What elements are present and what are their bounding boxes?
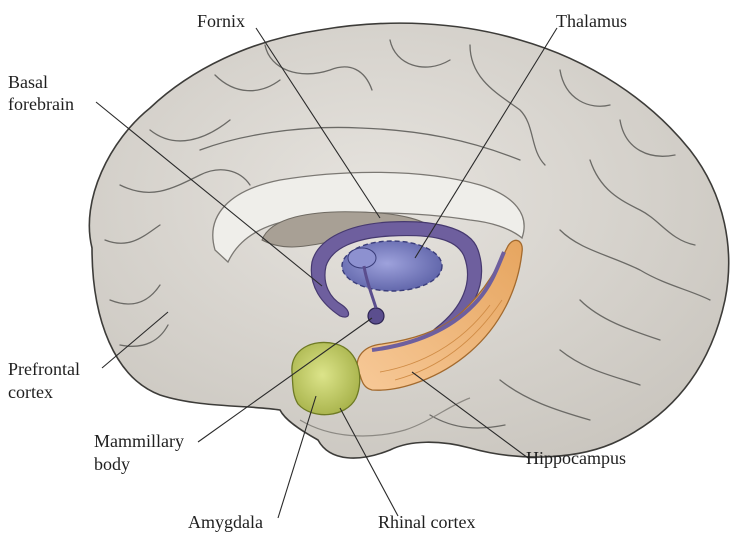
amygdala <box>292 342 360 414</box>
label-prefrontal-line1: Prefrontal <box>8 359 80 379</box>
label-prefrontal-line2: cortex <box>8 382 53 402</box>
label-mammillary-line2: body <box>94 454 130 474</box>
label-basal-forebrain-line2: forebrain <box>8 94 74 114</box>
anterior-thalamic-nucleus <box>348 248 376 268</box>
cerebral-hemisphere <box>89 23 728 458</box>
label-basal-forebrain-line1: Basal <box>8 72 48 92</box>
mammillary-body <box>368 308 384 324</box>
label-thalamus: Thalamus <box>556 11 627 31</box>
label-hippocampus: Hippocampus <box>526 448 626 468</box>
label-fornix: Fornix <box>197 11 245 31</box>
label-mammillary-line1: Mammillary <box>94 431 184 451</box>
label-amygdala: Amygdala <box>188 512 263 532</box>
label-rhinal-cortex: Rhinal cortex <box>378 512 475 532</box>
